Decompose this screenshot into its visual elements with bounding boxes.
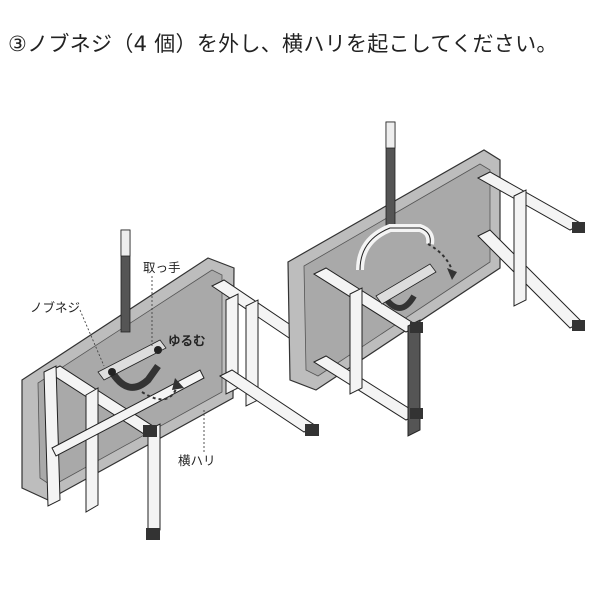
left-table-figure: [21, 229, 319, 540]
loosen-label: ゆるむ: [168, 333, 206, 348]
crossbar-label: 横ハリ: [178, 453, 216, 468]
instruction-text: ③ノブネジ（4 個）を外し、横ハリを起こしてください。: [8, 32, 558, 56]
handle-label: 取っ手: [143, 260, 181, 275]
knob-screw-label: ノブネジ: [30, 300, 80, 315]
right-table-figure: [287, 121, 585, 437]
leader-lines: [79, 276, 205, 452]
